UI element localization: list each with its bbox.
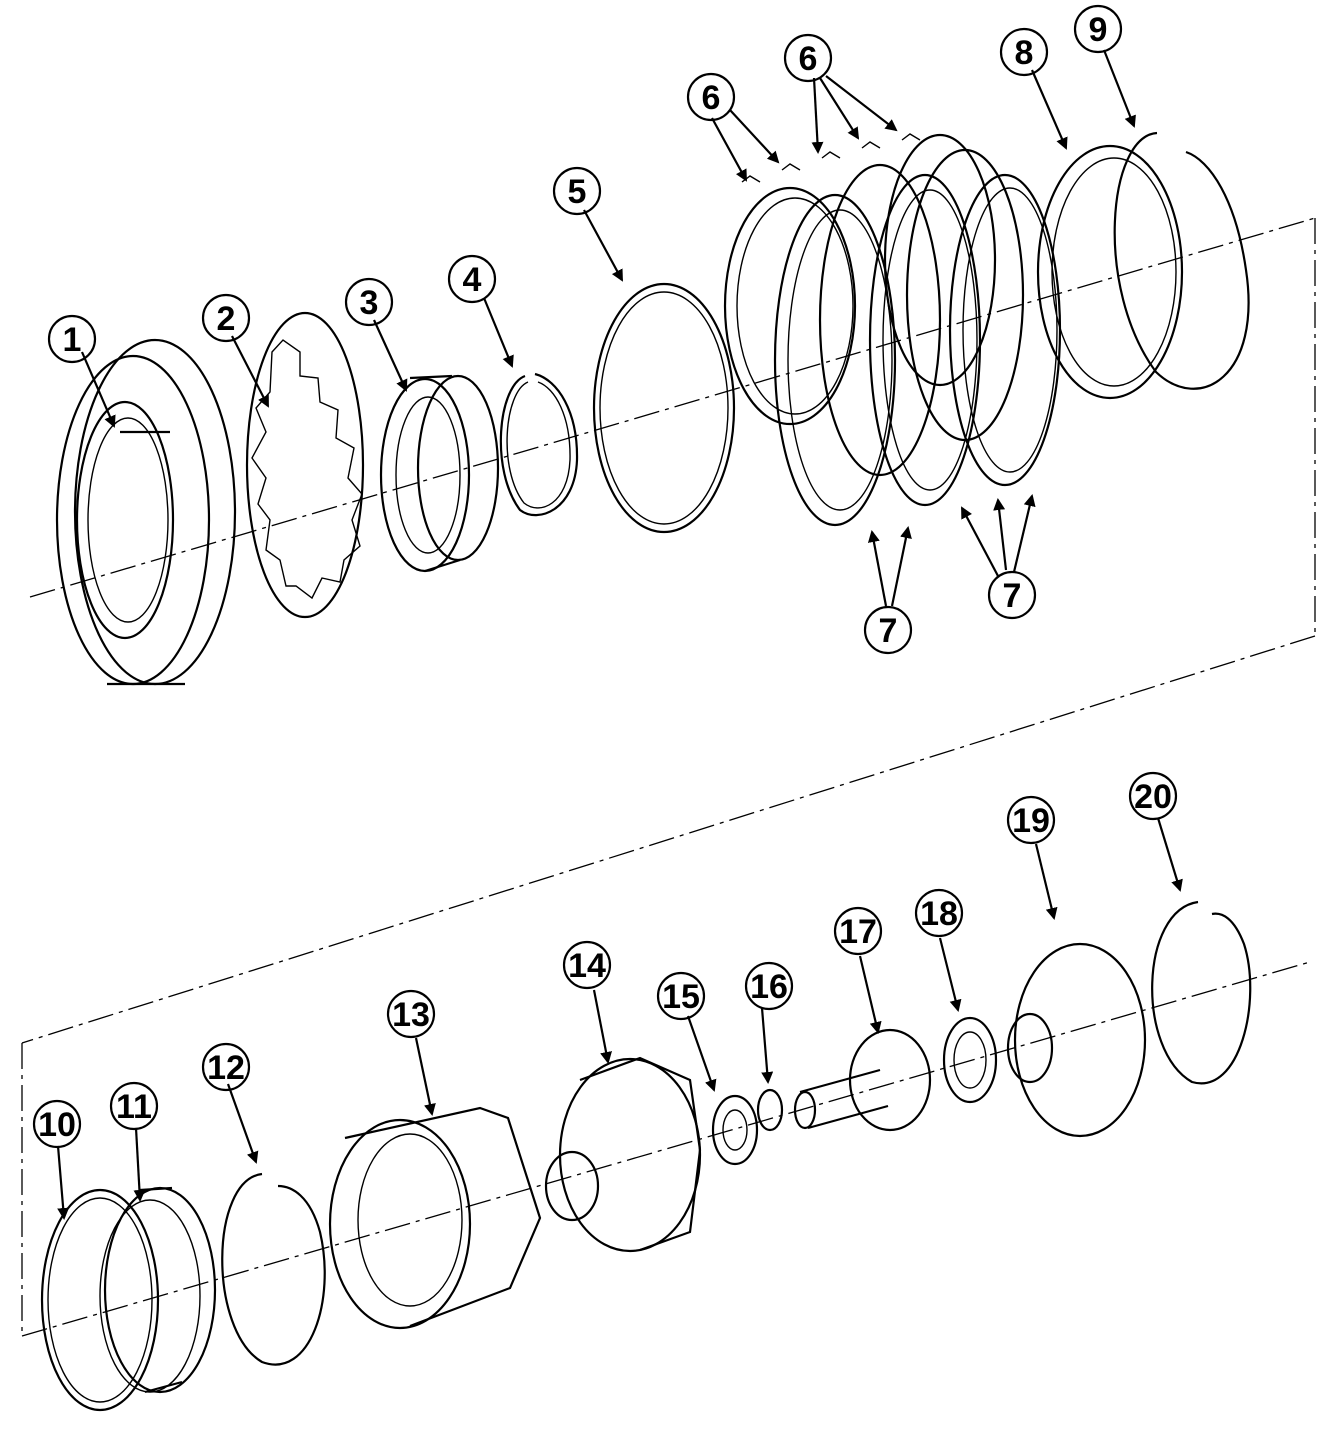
svg-text:12: 12: [207, 1049, 245, 1087]
part-1-bearing-housing: [55, 338, 237, 686]
callout-13: 13: [386, 989, 436, 1039]
part-8-pressure-plate: [1036, 144, 1184, 400]
callout-16: 16: [744, 961, 794, 1011]
part-5-large-snap-ring: [592, 282, 736, 534]
svg-text:15: 15: [662, 978, 700, 1016]
svg-text:7: 7: [1003, 577, 1022, 615]
callout-20: 20: [1128, 771, 1178, 821]
svg-text:4: 4: [463, 261, 482, 299]
part-18-thrust-washer: [942, 1016, 998, 1104]
part-2-tab-washer: [245, 311, 365, 619]
callout-10: 10: [32, 1099, 82, 1149]
svg-text:10: 10: [38, 1106, 76, 1144]
part-17-sun-gear-shaft: [793, 1028, 932, 1132]
svg-text:14: 14: [568, 947, 606, 985]
callout-9: 9: [1073, 4, 1123, 54]
part-10-snap-ring: [40, 1188, 160, 1412]
part-14-carrier: [544, 1056, 702, 1253]
part-13-ring-gear: [328, 1106, 542, 1330]
callout-4: 4: [447, 254, 497, 304]
callout-18: 18: [914, 888, 964, 938]
callout-15: 15: [656, 971, 706, 1021]
svg-text:6: 6: [702, 79, 721, 117]
part-16-snap-ring: [756, 1088, 784, 1132]
svg-text:9: 9: [1089, 11, 1108, 49]
callout-5: 5: [552, 166, 602, 216]
svg-text:1: 1: [63, 321, 82, 359]
callout-3: 3: [344, 277, 394, 327]
callout-14: 14: [562, 940, 612, 990]
svg-text:6: 6: [799, 40, 818, 78]
svg-text:16: 16: [750, 968, 788, 1006]
svg-text:8: 8: [1015, 34, 1034, 72]
svg-text:2: 2: [217, 300, 236, 338]
svg-text:11: 11: [116, 1088, 152, 1126]
callout-6a: 6: [686, 72, 736, 122]
part-15-thrust-washer: [711, 1094, 759, 1166]
callout-11: 11: [109, 1081, 159, 1131]
part-4-snap-ring: [499, 372, 579, 517]
callout-19: 19: [1006, 795, 1056, 845]
callout-2: 2: [201, 293, 251, 343]
part-3-splined-hub: [379, 374, 500, 573]
callout-8: 8: [999, 27, 1049, 77]
callout-12: 12: [201, 1042, 251, 1092]
callout-7a: 7: [863, 605, 913, 655]
svg-text:19: 19: [1012, 802, 1050, 840]
callout-6b: 6: [783, 33, 833, 83]
part-19-front-carrier: [1006, 942, 1147, 1138]
part-12-snap-ring: [221, 1172, 326, 1366]
svg-text:17: 17: [839, 913, 877, 951]
callout-17: 17: [833, 906, 883, 956]
center-axis-lines: [21, 217, 1316, 1337]
part-9-snap-ring: [1113, 131, 1250, 390]
part-11-sprag: [99, 1186, 217, 1394]
svg-text:7: 7: [879, 612, 898, 650]
callout-1: 1: [47, 314, 97, 364]
svg-text:20: 20: [1134, 778, 1172, 816]
svg-text:3: 3: [360, 284, 379, 322]
leader-lines: [56, 49, 1183, 1220]
part-20-snap-ring: [1151, 900, 1252, 1085]
callout-7b: 7: [987, 570, 1037, 620]
part-6-7-clutch-pack: [723, 133, 1062, 527]
svg-text:5: 5: [568, 173, 587, 211]
svg-text:13: 13: [392, 996, 430, 1034]
svg-text:18: 18: [920, 895, 958, 933]
